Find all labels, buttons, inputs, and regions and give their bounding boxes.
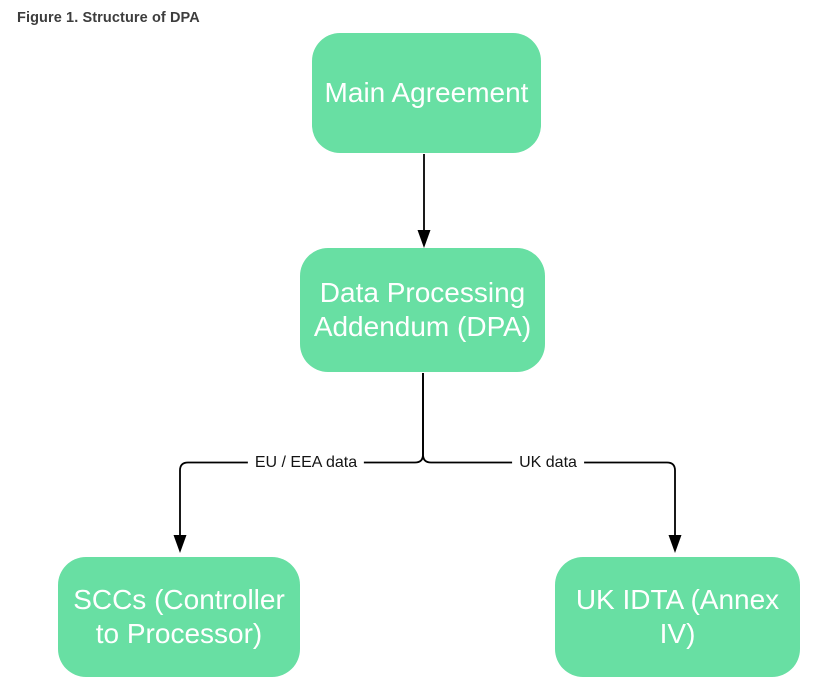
arrowhead-dpa-to-sccs-icon <box>173 535 187 553</box>
node-sccs-controller-to-processor: SCCs (Controller to Processor) <box>58 557 300 677</box>
node-data-processing-addendum: Data Processing Addendum (DPA) <box>300 248 545 372</box>
edge-label-eu-eea-data: EU / EEA data <box>247 453 365 473</box>
arrowhead-dpa-to-uk-idta-icon <box>668 535 682 553</box>
edge-label-uk-data: UK data <box>512 453 584 473</box>
node-uk-idta-annex-iv: UK IDTA (Annex IV) <box>555 557 800 677</box>
node-main-agreement: Main Agreement <box>312 33 541 153</box>
arrowhead-main-to-dpa-icon <box>417 230 431 248</box>
figure-caption: Figure 1. Structure of DPA <box>17 10 200 26</box>
